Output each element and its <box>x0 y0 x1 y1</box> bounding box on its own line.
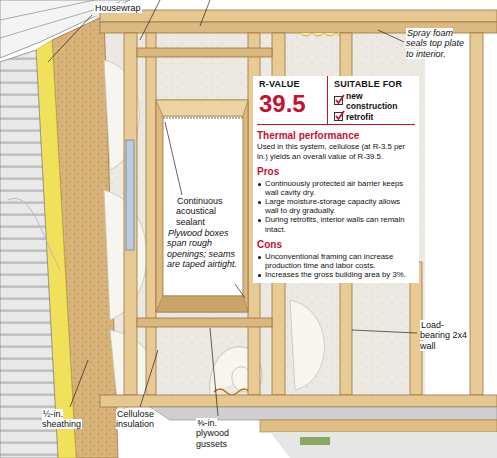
header-row: R-VALUE39.5SUITABLE FORnew constructionr… <box>257 76 415 125</box>
rvalue-caption: R-VALUE <box>259 79 323 90</box>
bullet-text: During retrofits, interior walls can rem… <box>265 215 415 233</box>
callout-label: ⅜-in. plywood gussets <box>196 418 248 449</box>
section-heading: Pros <box>257 166 415 178</box>
bullet-text: Increases the gross building area by 3%. <box>265 270 406 279</box>
bullet-text: Unconventional framing can increase prod… <box>265 252 415 270</box>
callout-label: ½-in. sheathing <box>42 409 104 430</box>
bullet-item: During retrofits, interior walls can rem… <box>257 215 415 233</box>
suitable-cell: SUITABLE FORnew constructionretrofit <box>328 76 415 124</box>
section-heading: Cons <box>257 239 415 251</box>
bullet-text: Continuously protected air barrier keeps… <box>265 179 415 197</box>
bullet-text: Large moisture-storage capacity allows w… <box>265 197 415 215</box>
checkbox <box>334 112 343 121</box>
bullet-item: Increases the gross building area by 3%. <box>257 270 415 279</box>
check-item: new construction <box>334 91 413 111</box>
info-panel: R-VALUE39.5SUITABLE FORnew constructionr… <box>253 76 419 283</box>
bullet-dot <box>258 219 261 222</box>
suitable-caption: SUITABLE FOR <box>334 79 413 90</box>
section-body: Used in this system, cellulose (at R-3.5… <box>257 142 415 160</box>
check-text: new construction <box>346 91 413 111</box>
section-heading: Thermal performance <box>257 130 415 142</box>
bullet-item: Unconventional framing can increase prod… <box>257 252 415 270</box>
callout-label: Spray foam seals top plate to interior. <box>406 28 468 59</box>
rvalue-cell: R-VALUE 39.5 <box>257 76 328 124</box>
callout-label: Plywood boxes span rough openings; seams… <box>167 228 241 269</box>
checkbox <box>334 96 343 105</box>
callout-text: Continuous acoustical sealant <box>176 196 223 227</box>
callout-label: Load-bearing 2x4 wall <box>420 320 470 351</box>
callout-label: Continuous acoustical sealant <box>176 196 242 227</box>
callout-text: ⅜-in. plywood gussets <box>196 418 229 449</box>
bullet-item: Large moisture-storage capacity allows w… <box>257 197 415 215</box>
callout-text: Spray foam seals top plate to interior. <box>406 28 464 59</box>
rvalue-number: 39.5 <box>259 92 323 116</box>
callout-text: Load-bearing 2x4 wall <box>420 320 467 351</box>
check-item: retrofit <box>334 112 413 122</box>
callout-text: ½-in. sheathing <box>42 409 82 429</box>
check-text: retrofit <box>346 112 373 122</box>
callout-label: Cellulose insulation <box>116 409 172 430</box>
bullet-dot <box>258 274 261 277</box>
bullet-dot <box>258 183 261 186</box>
bullet-dot <box>258 201 261 204</box>
bullet-item: Continuously protected air barrier keeps… <box>257 179 415 197</box>
bullet-dot <box>258 256 261 259</box>
callout-text: Cellulose insulation <box>116 409 155 429</box>
callout-text: Plywood boxes span rough openings; seams… <box>167 228 238 269</box>
callout-label: Housewrap <box>94 3 142 13</box>
callout-text: Housewrap <box>94 3 142 13</box>
